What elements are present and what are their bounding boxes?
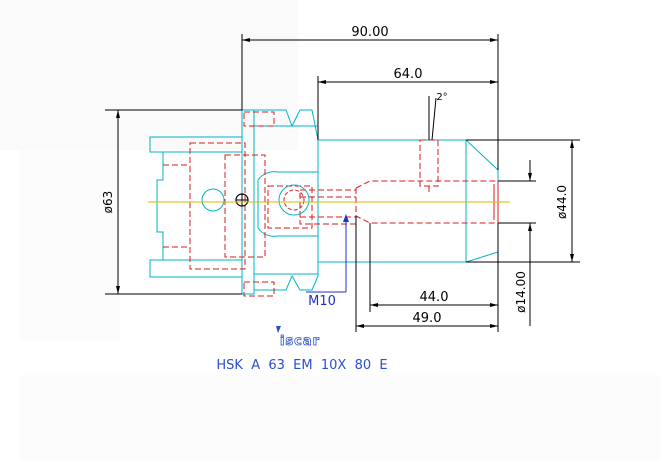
iscar-logo: iscar (276, 326, 320, 349)
m10-callout: M10 (308, 294, 336, 309)
arrowheads (116, 38, 574, 328)
dimension-lines (105, 34, 580, 332)
circles (201, 184, 310, 216)
m10-arrowhead (343, 214, 349, 222)
dim-body-length: 64.0 (394, 67, 423, 82)
dim-bore-diameter: ø14.00 (514, 271, 528, 313)
dim-bore-depth: 49.0 (413, 311, 442, 326)
m10-leader (306, 218, 347, 293)
tool-designation: HSK A 63 EM 10X 80 E (216, 358, 387, 373)
dim-nose-diameter: ø44.0 (555, 185, 569, 219)
background-panel (20, 150, 120, 340)
background-panel (0, 0, 298, 150)
background-panel (20, 375, 660, 460)
logo-mark-icon (276, 326, 281, 333)
dim-overall-length: 90.00 (351, 25, 388, 40)
dim-flange-diameter: ø63 (101, 191, 115, 214)
dim-clamp-depth: 44.0 (420, 290, 449, 305)
dim-taper-angle: 2° (436, 92, 447, 103)
logo-text: iscar (280, 334, 320, 349)
